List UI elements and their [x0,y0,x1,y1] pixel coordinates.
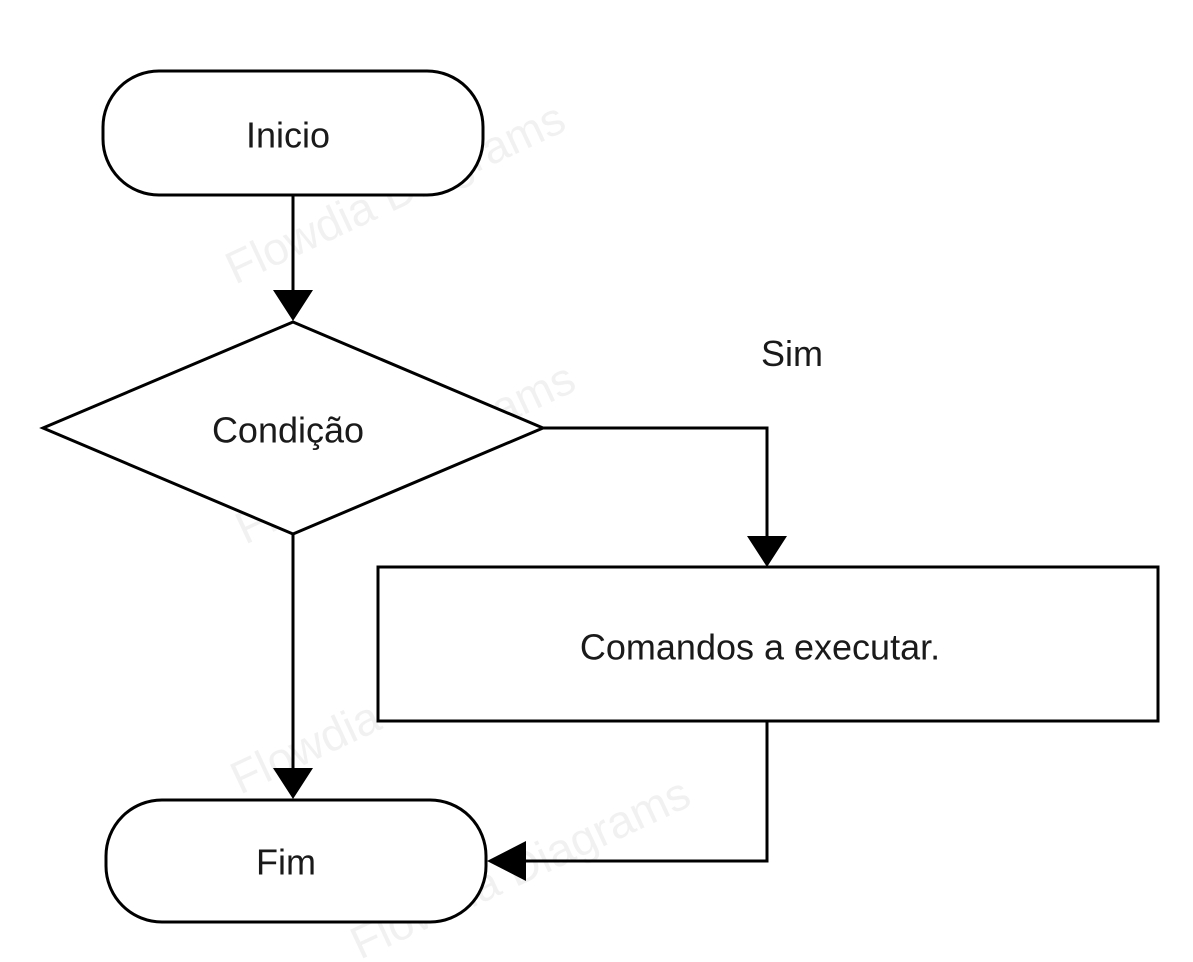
condition-label: Condição [212,410,364,451]
terminator-shape [104,798,488,924]
arrowhead-down [273,290,313,321]
connector-line [526,721,769,863]
edge-action-to-end [487,721,769,881]
edge-start-to-condition [273,196,313,321]
start-label: Inicio [246,115,330,156]
yes-branch-label: Sim [761,333,823,374]
edge-condition-to-end [273,534,313,799]
connector-line [543,426,769,536]
edge-condition-to-action [543,426,787,567]
action-process: Comandos a executar. [376,565,1160,723]
decision-diamond [39,320,547,536]
start-terminator: Inicio [101,69,485,197]
process-rectangle [376,565,1160,723]
condition-decision: Condição [39,320,547,536]
action-label: Comandos a executar. [580,627,940,668]
arrowhead-down [747,536,787,567]
terminator-shape [101,69,485,197]
arrowhead-left [487,841,526,881]
end-terminator: Fim [104,798,488,924]
end-label: Fim [256,842,316,883]
arrowhead-down [273,768,313,799]
